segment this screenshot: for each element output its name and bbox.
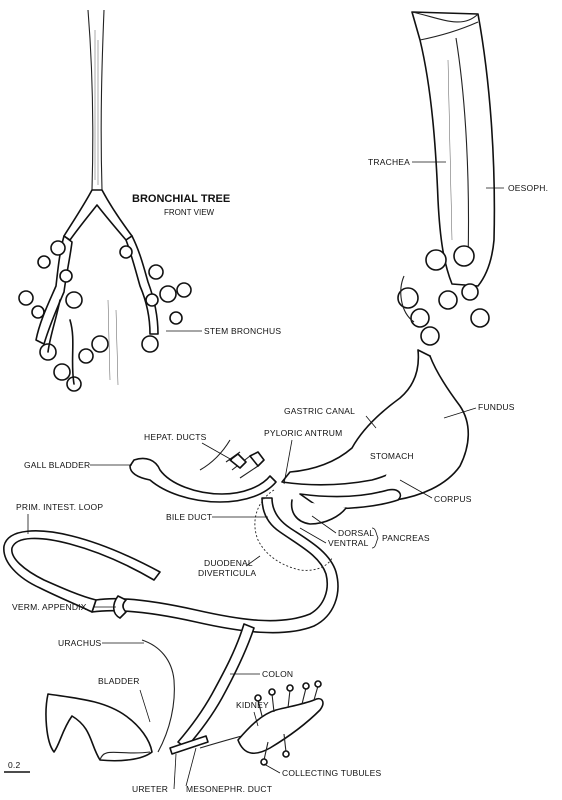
collecting-tubules-leader [263, 763, 281, 774]
trachea-oesophagus-drawing [397, 11, 496, 346]
label-prim-intest-loop: PRIM. INTEST. LOOP [16, 502, 103, 512]
label-stomach: STOMACH [370, 451, 414, 461]
label-bladder: BLADDER [98, 676, 140, 686]
label-ureter: URETER [132, 784, 168, 794]
label-urachus: URACHUS [58, 638, 102, 648]
label-kidney: KIDNEY [236, 700, 269, 710]
label-ventral: VENTRAL [328, 538, 369, 548]
mesonephr-duct-leader [185, 747, 197, 787]
intestine-drawing [3, 489, 339, 749]
ventral-leader [299, 527, 327, 544]
label-stem-bronchus: STEM BRONCHUS [204, 326, 281, 336]
duodenal-leader [245, 555, 261, 567]
label-pyloric-antrum: PYLORIC ANTRUM [264, 428, 342, 438]
pyloric-antrum-leader [283, 439, 293, 485]
pancreas-brace [371, 527, 379, 549]
label-gall-bladder: GALL BLADDER [24, 460, 90, 470]
corpus-leader [399, 479, 433, 499]
dorsal-leader [311, 515, 337, 534]
bronchial-tree-drawing [18, 9, 192, 392]
label-collecting-tubules: COLLECTING TUBULES [282, 768, 381, 778]
scale-label: 0.2 [8, 760, 20, 770]
label-duodenal: DUODENAL [204, 558, 253, 568]
inset-title: BRONCHIAL TREE [132, 193, 230, 205]
label-pancreas: PANCREAS [382, 533, 430, 543]
label-bile-duct: BILE DUCT [166, 512, 212, 522]
label-trachea: TRACHEA [368, 157, 410, 167]
label-colon: COLON [262, 669, 293, 679]
kidney-leader [253, 711, 259, 727]
hepat-ducts-leader [201, 442, 233, 461]
gall-bladder-drawing [129, 439, 277, 503]
label-corpus: CORPUS [434, 494, 472, 504]
label-mesonephr-duct: MESONEPHR. DUCT [186, 784, 272, 794]
bladder-leader [139, 689, 151, 723]
inset-subtitle: FRONT VIEW [164, 208, 215, 217]
scale-bar: 0.2 [4, 760, 30, 773]
label-gastric-canal: GASTRIC CANAL [284, 406, 355, 416]
urogenital-drawing [45, 639, 324, 766]
label-hepat-ducts: HEPAT. DUCTS [144, 432, 207, 442]
stomach-drawing [281, 349, 470, 525]
label-oesoph: OESOPH. [508, 183, 548, 193]
label-dorsal: DORSAL [338, 528, 374, 538]
label-verm-appendix: VERM. APPENDIX [12, 602, 87, 612]
fundus-leader [443, 407, 477, 419]
ureter-leader [173, 753, 177, 790]
gastric-canal-leader [365, 415, 377, 429]
label-fundus: FUNDUS [478, 402, 515, 412]
bronchial-inset-title: BRONCHIAL TREE FRONT VIEW [132, 193, 230, 217]
label-diverticula: DIVERTICULA [198, 568, 256, 578]
